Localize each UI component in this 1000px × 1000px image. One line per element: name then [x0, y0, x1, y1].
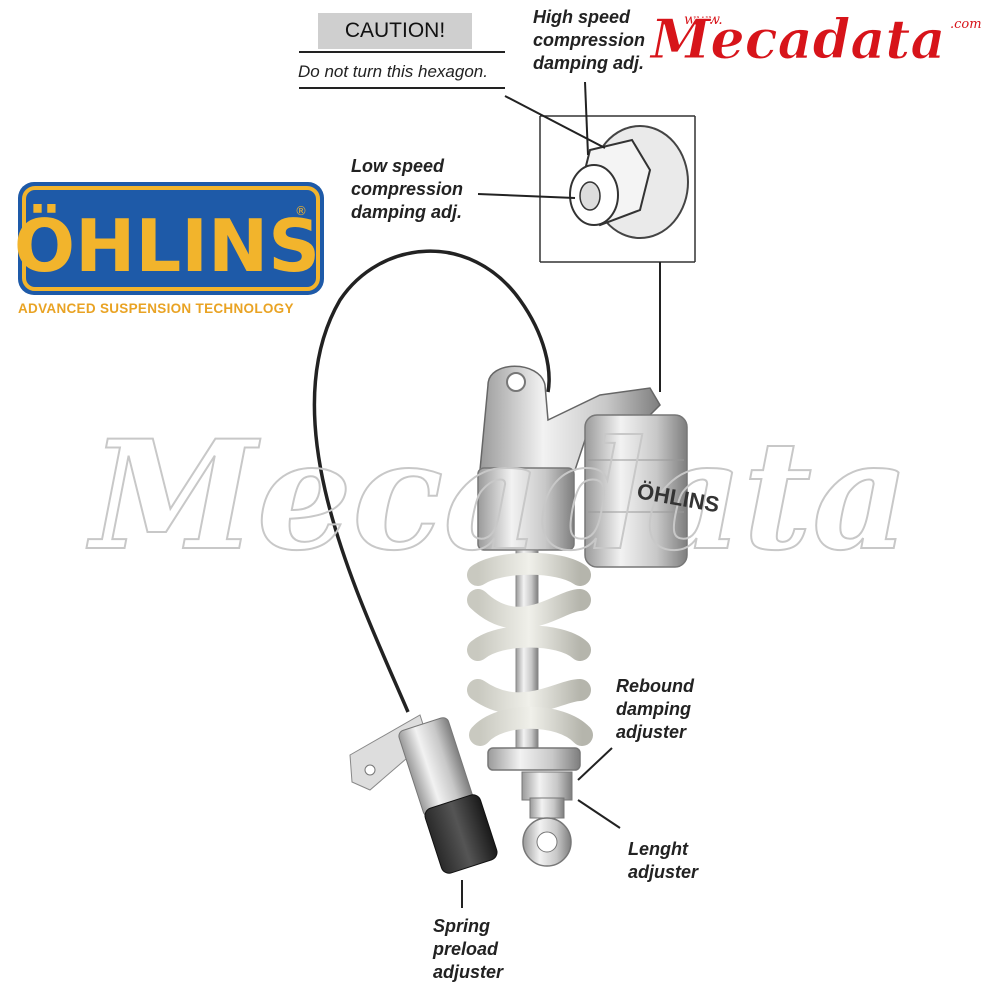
caution-note: Do not turn this hexagon.	[298, 62, 488, 81]
label-rebound-adjuster: Rebound damping adjuster	[616, 676, 694, 742]
hexagon-detail-inset	[539, 115, 696, 263]
caution-title: CAUTION!	[318, 13, 472, 49]
preload-knob	[424, 794, 498, 874]
ohlins-logo-text: ÖHLINS	[17, 204, 320, 288]
top-eye	[506, 372, 526, 392]
label-spring-preload-adjuster: Spring preload adjuster	[433, 916, 504, 982]
watermark-main: Mecadata	[649, 7, 946, 71]
reservoir-logo: ÖHLINS	[635, 478, 721, 517]
coil-spring	[467, 552, 593, 746]
registered-mark: ®	[295, 204, 307, 218]
watermark-prefix: www.	[684, 12, 723, 28]
watermark-outline-text: Mecadata	[86, 408, 910, 584]
label-high-speed-compression: High speed compression damping adj.	[533, 7, 646, 73]
watermark-suffix: .com	[950, 17, 982, 32]
preload-hose	[312, 249, 551, 713]
length-adjuster-body	[521, 771, 573, 801]
reservoir	[584, 414, 688, 568]
bottom-spring-seat	[487, 747, 581, 771]
brand-tagline: ADVANCED SUSPENSION TECHNOLOGY	[18, 301, 294, 316]
label-low-speed-compression: Low speed compression damping adj.	[351, 156, 464, 222]
ohlins-logo: ÖHLINS ®	[17, 182, 324, 295]
label-length-adjuster: Lenght adjuster	[628, 839, 699, 882]
mecadata-watermark: www. .com Mecadata	[648, 7, 982, 72]
